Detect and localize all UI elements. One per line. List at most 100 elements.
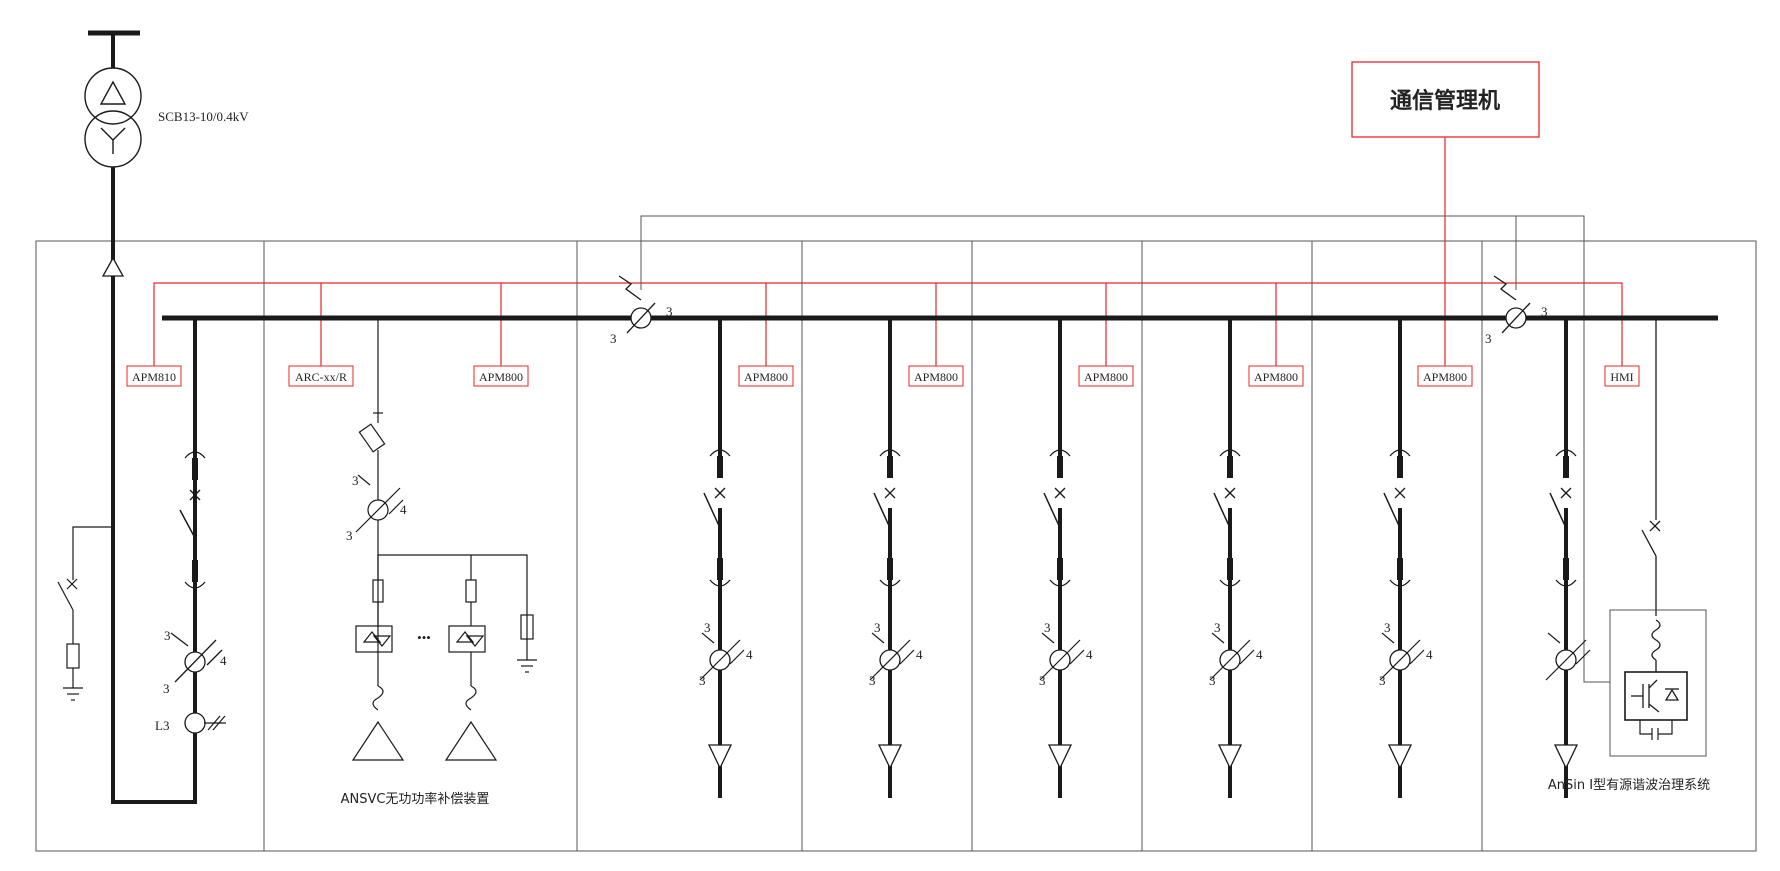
feeder-circuit (1038, 316, 1086, 800)
feeder-4: 3 4 3 (1208, 316, 1263, 800)
svc-branch (351, 318, 537, 761)
apf-branch (1609, 318, 1707, 757)
breaker-blade (1641, 529, 1657, 557)
comm-bus-line (153, 282, 1623, 366)
dc-capacitor-lead (1639, 720, 1652, 735)
plug-contact (184, 451, 206, 459)
comm-bus (153, 137, 1623, 366)
apf-caption: AnSin I型有源谐波治理系统 (1548, 778, 1710, 793)
ct-mark: 3 (610, 331, 617, 346)
comm-manager-label: 通信管理机 (1390, 88, 1500, 114)
svc-caption: ANSVC无功功率补偿装置 (341, 791, 490, 807)
meter-label: ARC-xx/R (295, 370, 347, 384)
ct-mark: 3 (704, 620, 711, 635)
ct-mark: 3 (869, 673, 876, 688)
meter-label: APM800 (479, 370, 523, 384)
meter-box (1604, 365, 1640, 387)
ct-slash (1501, 302, 1531, 334)
meter-box (126, 365, 182, 387)
ct-mark: 4 (1426, 647, 1433, 662)
igbt-symbol (1648, 703, 1660, 713)
meter-label: APM800 (1423, 370, 1467, 384)
meter-box (1417, 365, 1473, 387)
ct-mark: 3 (164, 628, 171, 643)
feeder-circuit (698, 316, 746, 800)
ct-mark: 3 (1044, 620, 1051, 635)
capacitor-bank (351, 720, 405, 761)
transformer-label: SCB13-10/0.4kV (158, 109, 249, 124)
contact-block (192, 458, 198, 480)
ct-mark: 3 (1485, 331, 1492, 346)
ct-tick (357, 474, 371, 486)
ct-mark: 4 (916, 647, 923, 662)
ct-mark: 3 (699, 673, 706, 688)
reactor-symbol (372, 685, 384, 711)
meter-box (1248, 365, 1304, 387)
incomer-breaker (170, 451, 226, 734)
ct-mark: 3 (1384, 620, 1391, 635)
ct-tick (206, 649, 223, 666)
meter-label: APM810 (132, 370, 176, 384)
apf-reactor (1651, 619, 1661, 661)
ct-mark: 3 (1214, 620, 1221, 635)
ct-mark: 3 (874, 620, 881, 635)
feeder-circuit (1208, 316, 1256, 800)
meter-box (738, 365, 794, 387)
diode-symbol (1664, 688, 1680, 701)
ct-tick (170, 632, 189, 647)
feeder-5: 3 4 3 (1378, 316, 1433, 800)
feeder-3: 3 4 3 (1038, 316, 1093, 800)
ct-circle (184, 712, 206, 734)
incoming-feeder (111, 167, 197, 804)
ct-mark: 3 (163, 681, 170, 696)
ct-mark: 3 (1039, 673, 1046, 688)
bus-ct-2 (1493, 275, 1531, 334)
thyristor-symbol (362, 631, 382, 643)
ct-tick (388, 499, 404, 515)
meter-label: APM800 (744, 370, 788, 384)
ct-label-l3: L3 (155, 718, 169, 733)
breaker-cross (1649, 520, 1661, 532)
contact-block (192, 560, 198, 582)
bus-ct-1 (618, 275, 656, 334)
transformer-primary-winding (84, 67, 142, 125)
ct-mark: 3 (1541, 304, 1548, 319)
thyristor-block (448, 625, 486, 653)
feeder-6 (1544, 316, 1592, 800)
igbt-symbol (1648, 679, 1658, 689)
feeder-circuit (1544, 316, 1592, 800)
apf-enclosure (1609, 609, 1707, 757)
ct-mark: 3 (1209, 673, 1216, 688)
ct-slash (174, 639, 217, 683)
ct-mark: 3 (666, 304, 673, 319)
ct-mark: 3 (346, 528, 353, 543)
ct-slash (355, 487, 401, 533)
arrester-symbol (101, 256, 125, 277)
svc-distribution (378, 554, 528, 615)
earthing-branch (57, 526, 113, 701)
ellipsis-mark: ••• (417, 630, 431, 645)
ct-mark: 4 (746, 647, 753, 662)
transformer-secondary-winding (84, 110, 142, 168)
delta-symbol (99, 80, 127, 105)
meter-label: HMI (1610, 370, 1633, 384)
earth-lead (72, 526, 113, 580)
breaker-cross (189, 489, 201, 501)
ct-mark: 4 (400, 502, 407, 517)
meter-boxes: APM810 ARC-xx/R APM800 APM800 APM800 APM… (126, 365, 1640, 387)
feeder-circuit (868, 316, 916, 800)
thyristor-symbol (465, 635, 485, 647)
meter-label: APM800 (914, 370, 958, 384)
meter-label: APM800 (1254, 370, 1298, 384)
meter-label: APM800 (1084, 370, 1128, 384)
comm-manager: 通信管理机 (1351, 61, 1540, 138)
thyristor-symbol (455, 631, 475, 643)
thyristor-symbol (372, 635, 392, 647)
fuse-symbol (465, 579, 477, 603)
lightning-icon (1493, 275, 1517, 301)
lightning-icon (618, 275, 642, 301)
thyristor-block (355, 625, 393, 653)
feeder-1: 3 4 3 (698, 316, 753, 800)
